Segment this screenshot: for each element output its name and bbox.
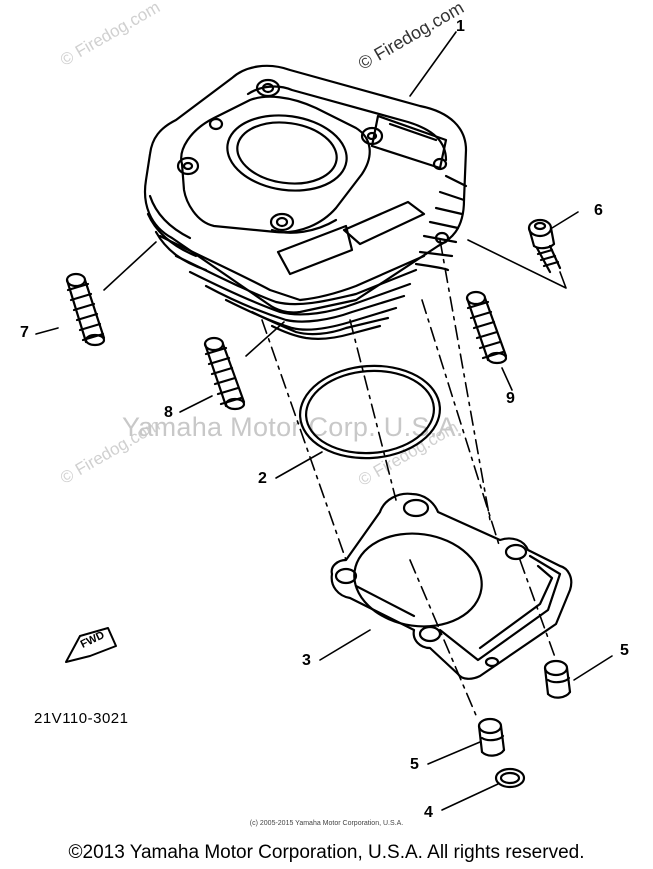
dowel-pin-5-left <box>477 717 506 757</box>
o-ring-2 <box>298 364 442 460</box>
callout-5-left: 5 <box>410 756 419 773</box>
diagram-part-code: 21V110-3021 <box>34 710 129 727</box>
callout-3: 3 <box>302 652 311 669</box>
callout-6: 6 <box>594 202 603 219</box>
stud-bolt-9 <box>465 290 508 365</box>
dowel-pin-5-right <box>543 659 572 699</box>
clip-4 <box>494 767 526 789</box>
callout-1: 1 <box>456 18 465 35</box>
callout-2: 2 <box>258 470 267 487</box>
small-copyright: (c) 2005-2015 Yamaha Motor Corporation, … <box>249 820 404 827</box>
leader-lines <box>35 31 613 811</box>
callout-9: 9 <box>506 390 515 407</box>
cylinder <box>144 64 468 340</box>
callout-5-right: 5 <box>620 642 629 659</box>
watermark-yamaha: Yamaha Motor Corp. U.S.A. <box>122 412 464 442</box>
copyright-footer: ©2013 Yamaha Motor Corporation, U.S.A. A… <box>68 842 585 863</box>
callout-7: 7 <box>20 324 29 341</box>
callout-4: 4 <box>424 804 433 821</box>
stud-bolt-7 <box>65 272 106 347</box>
gasket-3 <box>330 492 573 680</box>
assembly-lines <box>261 239 557 721</box>
fwd-arrow-icon <box>65 627 117 663</box>
stud-bolt-8 <box>203 336 246 411</box>
bolt-6 <box>527 218 562 274</box>
callout-8: 8 <box>164 404 173 421</box>
